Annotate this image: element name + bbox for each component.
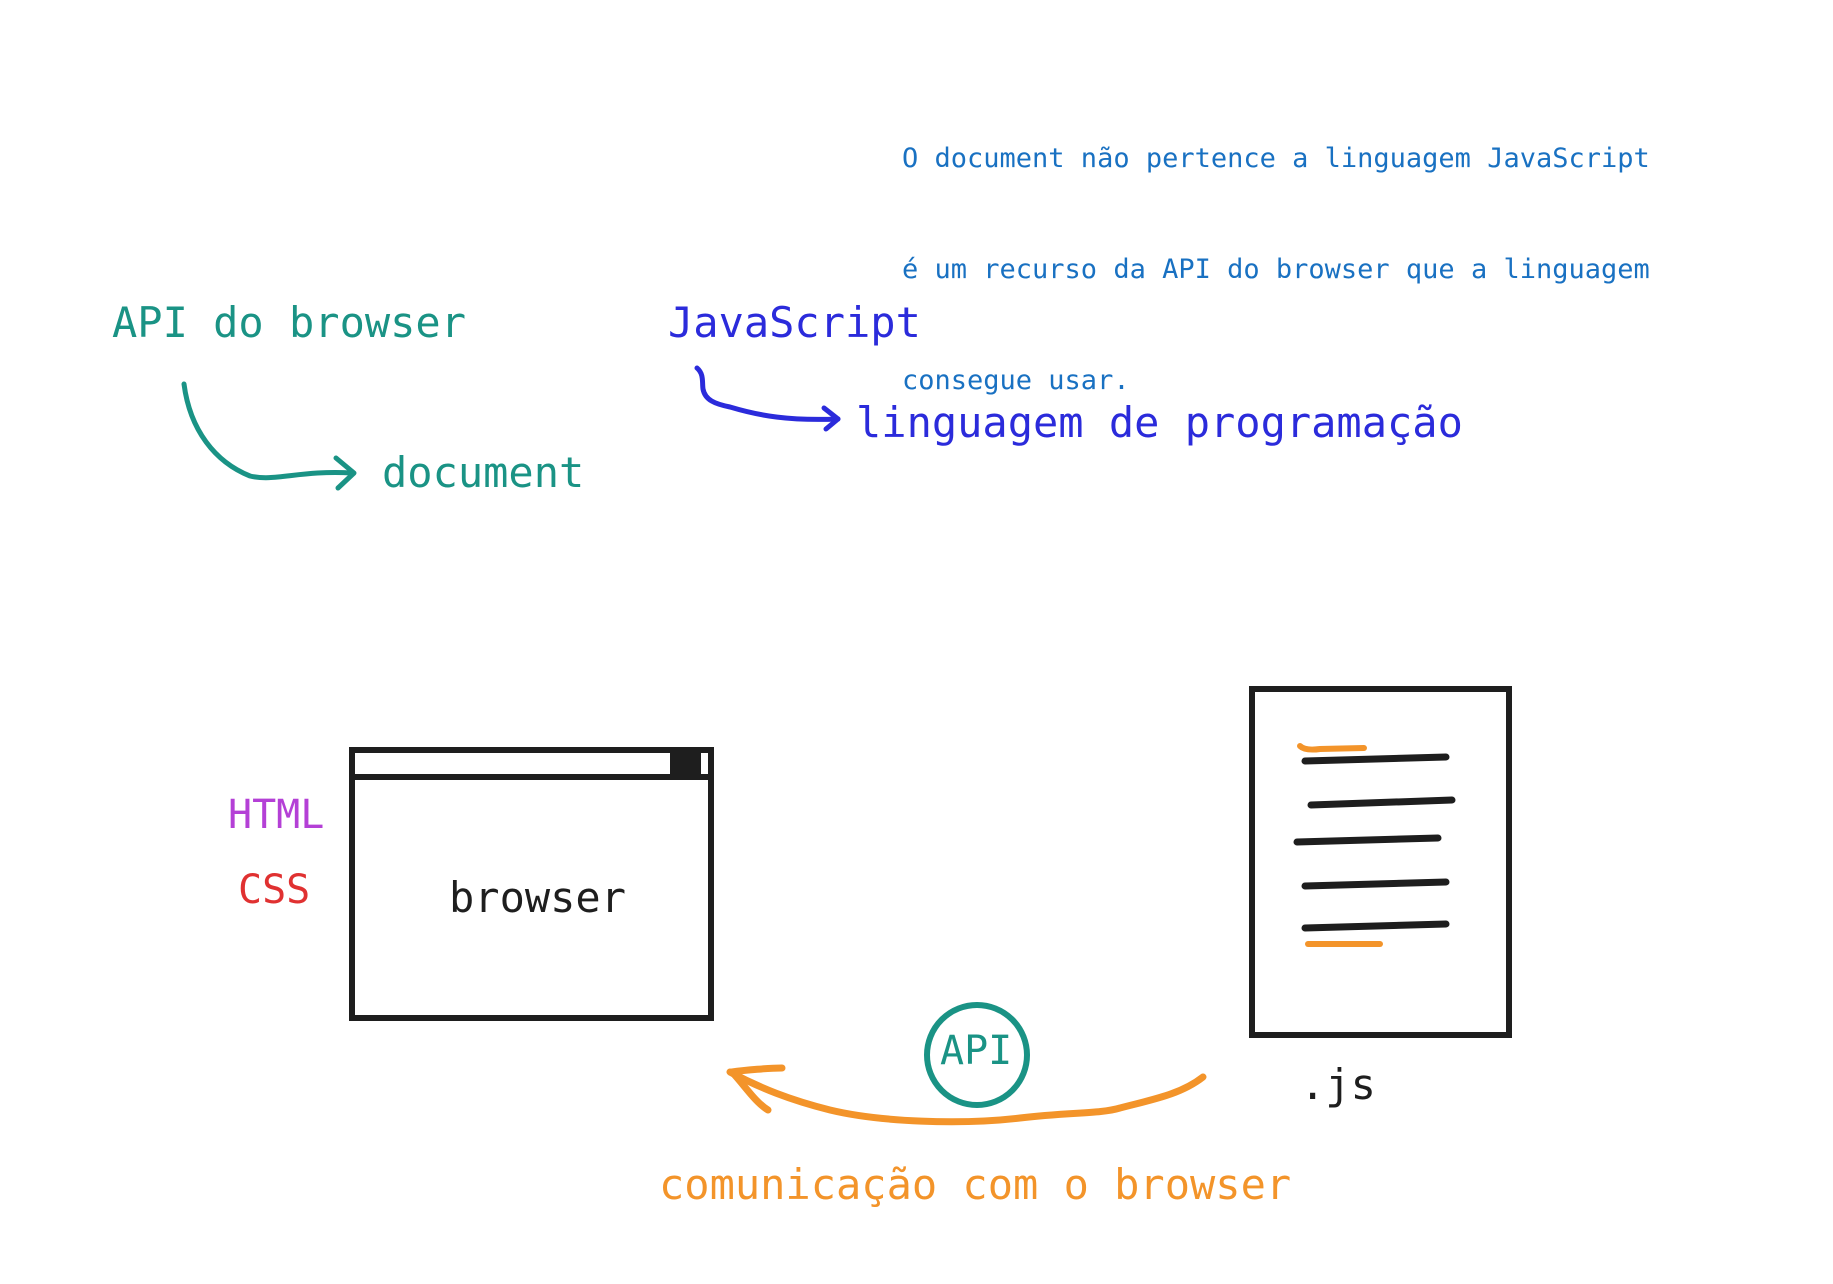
communication-label: comunicação com o browser bbox=[659, 1160, 1292, 1209]
html-label: HTML bbox=[228, 792, 325, 838]
css-label: CSS bbox=[238, 867, 311, 913]
programming-language-label: linguagem de programação bbox=[856, 398, 1463, 447]
arrow-js-to-browser-head bbox=[728, 1064, 786, 1114]
api-badge-label: API bbox=[940, 1028, 1013, 1074]
document-label: document bbox=[382, 448, 585, 497]
arrow-api-to-document-head bbox=[333, 455, 357, 491]
arrow-api-to-document bbox=[181, 381, 355, 481]
api-badge-circle bbox=[924, 1002, 1030, 1108]
api-do-browser-label: API do browser bbox=[112, 298, 467, 347]
arrow-js-to-language bbox=[694, 365, 841, 422]
window-control-icon bbox=[670, 752, 701, 776]
browser-label: browser bbox=[449, 873, 627, 922]
javascript-label: JavaScript bbox=[668, 298, 921, 347]
arrow-js-to-language-head bbox=[821, 405, 841, 432]
note-line: é um recurso da API do browser que a lin… bbox=[902, 254, 1650, 285]
js-extension-label: .js bbox=[1300, 1060, 1376, 1109]
js-file-icon bbox=[1249, 686, 1512, 1038]
note-line: O document não pertence a linguagem Java… bbox=[902, 143, 1650, 174]
browser-window bbox=[349, 747, 714, 1021]
arrow-js-to-browser bbox=[726, 1068, 1207, 1126]
note-text: O document não pertence a linguagem Java… bbox=[902, 66, 1650, 436]
note-line: consegue usar. bbox=[902, 365, 1130, 396]
